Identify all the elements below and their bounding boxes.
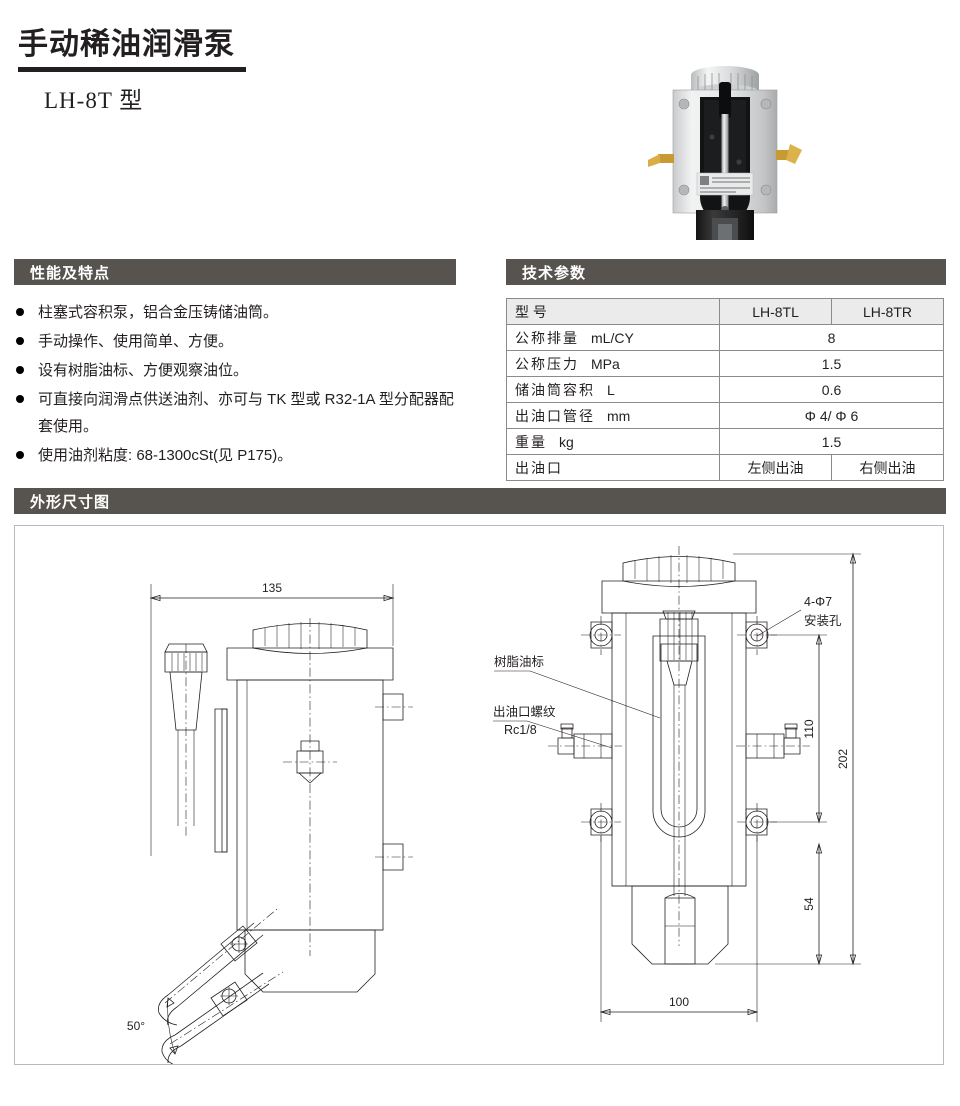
side-view-drawing: 135 (127, 581, 413, 1064)
table-header-row: 型 号 LH-8TL LH-8TR (505, 298, 944, 325)
spec-name: 重量 (515, 433, 547, 450)
spec-label: 重量 kg (505, 428, 721, 455)
table-row: 公称排量 mL/CY 8 (505, 324, 944, 351)
specifications-table: 型 号 LH-8TL LH-8TR 公称排量 mL/CY 8 公称压力 MPa 1.… (505, 298, 944, 481)
spec-name: 出油口 (515, 459, 563, 476)
annotation-outlet-thread: 出油口螺纹 Rc1/8 (493, 705, 613, 749)
feature-text: 使用油剂粘度: 68-1300cSt(见 P175)。 (38, 447, 293, 464)
spec-value-left: 左侧出油 (719, 454, 833, 481)
outlet-thread-label-1: 出油口螺纹 (493, 705, 556, 719)
spec-value-right: 右侧出油 (831, 454, 944, 481)
title-underline-rule (18, 67, 246, 72)
spec-name: 出油口管径 (515, 407, 595, 424)
page-title: 手动稀油润滑泵 (18, 27, 235, 62)
annotation-mounting-hole: 4-Φ7 安装孔 (756, 595, 842, 637)
dimension-section-header: 外形尺寸图 (14, 488, 946, 514)
spec-unit: L (607, 381, 615, 398)
feature-list: 柱塞式容积泵，铝合金压铸储油筒。 手动操作、使用简单、方便。 设有树脂油标、方便… (14, 299, 456, 469)
feature-text: 柱塞式容积泵，铝合金压铸储油筒。 (38, 304, 279, 321)
table-header-model-left: LH-8TL (719, 298, 833, 325)
dim-height-total: 202 (836, 749, 850, 769)
spec-name: 公称排量 (515, 329, 579, 346)
features-section-header: 性能及特点 (14, 259, 456, 285)
feature-text: 设有树脂油标、方便观察油位。 (38, 362, 249, 379)
spec-name: 储油筒容积 (515, 381, 595, 398)
dim-lever-angle: 50° (127, 1019, 145, 1033)
mounting-holes (581, 616, 777, 842)
outlet-thread-label-2: Rc1/8 (504, 723, 537, 737)
dimension-drawing-panel: 135 (14, 525, 944, 1065)
bullet-icon (16, 308, 24, 316)
bullet-icon (16, 395, 24, 403)
spec-unit: mL/CY (591, 329, 634, 346)
title-block: 手动稀油润滑泵 LH-8T 型 (18, 28, 438, 115)
annotation-oil-gauge: 树脂油标 (494, 654, 661, 719)
spec-value: 1.5 (719, 428, 944, 455)
dimension-section-title: 外形尺寸图 (30, 493, 111, 511)
mount-hole-label: 安装孔 (804, 613, 842, 628)
dim-width-side: 135 (262, 581, 282, 595)
dimension-drawing-svg: 135 (127, 546, 861, 1064)
spec-value: Φ 4/ Φ 6 (719, 402, 944, 429)
spec-value: 8 (719, 324, 944, 351)
list-item: 设有树脂油标、方便观察油位。 (14, 357, 456, 384)
spec-unit: kg (559, 433, 574, 450)
spec-label: 公称排量 mL/CY (505, 324, 721, 351)
specifications-section: 技术参数 型 号 LH-8TL LH-8TR 公称排量 mL/CY 8 公称压力 M… (505, 259, 946, 481)
table-row: 公称压力 MPa 1.5 (505, 350, 944, 377)
spec-label: 出油口 (505, 454, 721, 481)
spec-unit: MPa (591, 355, 620, 372)
oil-gauge-label: 树脂油标 (494, 654, 544, 669)
table-row: 出油口 左侧出油 右侧出油 (505, 454, 944, 481)
product-photo (640, 42, 810, 242)
bullet-icon (16, 337, 24, 345)
dim-height-mount: 110 (802, 719, 816, 738)
list-item: 手动操作、使用简单、方便。 (14, 328, 456, 355)
bullet-icon (16, 451, 24, 459)
dimension-drawing-section: 外形尺寸图 135 (14, 488, 946, 1065)
pump-photo-graphic (648, 66, 802, 240)
dim-height-lower: 54 (802, 897, 816, 911)
dim-width-front: 100 (669, 995, 689, 1009)
model-subtitle: LH-8T 型 (44, 88, 144, 113)
front-view-drawing: 202 110 54 100 (493, 546, 861, 1022)
table-row: 储油筒容积 L 0.6 (505, 376, 944, 403)
spec-label: 储油筒容积 L (505, 376, 721, 403)
page-header: 手动稀油润滑泵 LH-8T 型 (0, 0, 960, 242)
table-row: 重量 kg 1.5 (505, 428, 944, 455)
table-header-model-label: 型 号 (505, 298, 721, 325)
outlet-port-left (548, 723, 622, 759)
list-item: 可直接向润滑点供送油剂、亦可与 TK 型或 R32-1A 型分配器配套使用。 (14, 386, 456, 440)
feature-text: 手动操作、使用简单、方便。 (38, 333, 234, 350)
specs-section-title: 技术参数 (522, 264, 587, 282)
specs-section-header: 技术参数 (506, 259, 946, 285)
brass-fitting-left (648, 154, 674, 167)
spec-label: 公称压力 MPa (505, 350, 721, 377)
features-section: 性能及特点 柱塞式容积泵，铝合金压铸储油筒。 手动操作、使用简单、方便。 设有树… (14, 259, 456, 471)
brass-fitting-right (776, 144, 802, 164)
features-section-title: 性能及特点 (30, 264, 111, 282)
outlet-port-right (736, 723, 810, 759)
table-row: 出油口管径 mm Φ 4/ Φ 6 (505, 402, 944, 429)
spec-value: 1.5 (719, 350, 944, 377)
bullet-icon (16, 366, 24, 374)
list-item: 使用油剂粘度: 68-1300cSt(见 P175)。 (14, 442, 456, 469)
table-header-model-right: LH-8TR (831, 298, 944, 325)
spec-unit: mm (607, 407, 631, 424)
feature-text: 可直接向润滑点供送油剂、亦可与 TK 型或 R32-1A 型分配器配套使用。 (38, 391, 454, 435)
spec-value: 0.6 (719, 376, 944, 403)
spec-label: 出油口管径 mm (505, 402, 721, 429)
list-item: 柱塞式容积泵，铝合金压铸储油筒。 (14, 299, 456, 326)
spec-name: 公称压力 (515, 355, 579, 372)
mount-hole-spec: 4-Φ7 (804, 595, 832, 609)
